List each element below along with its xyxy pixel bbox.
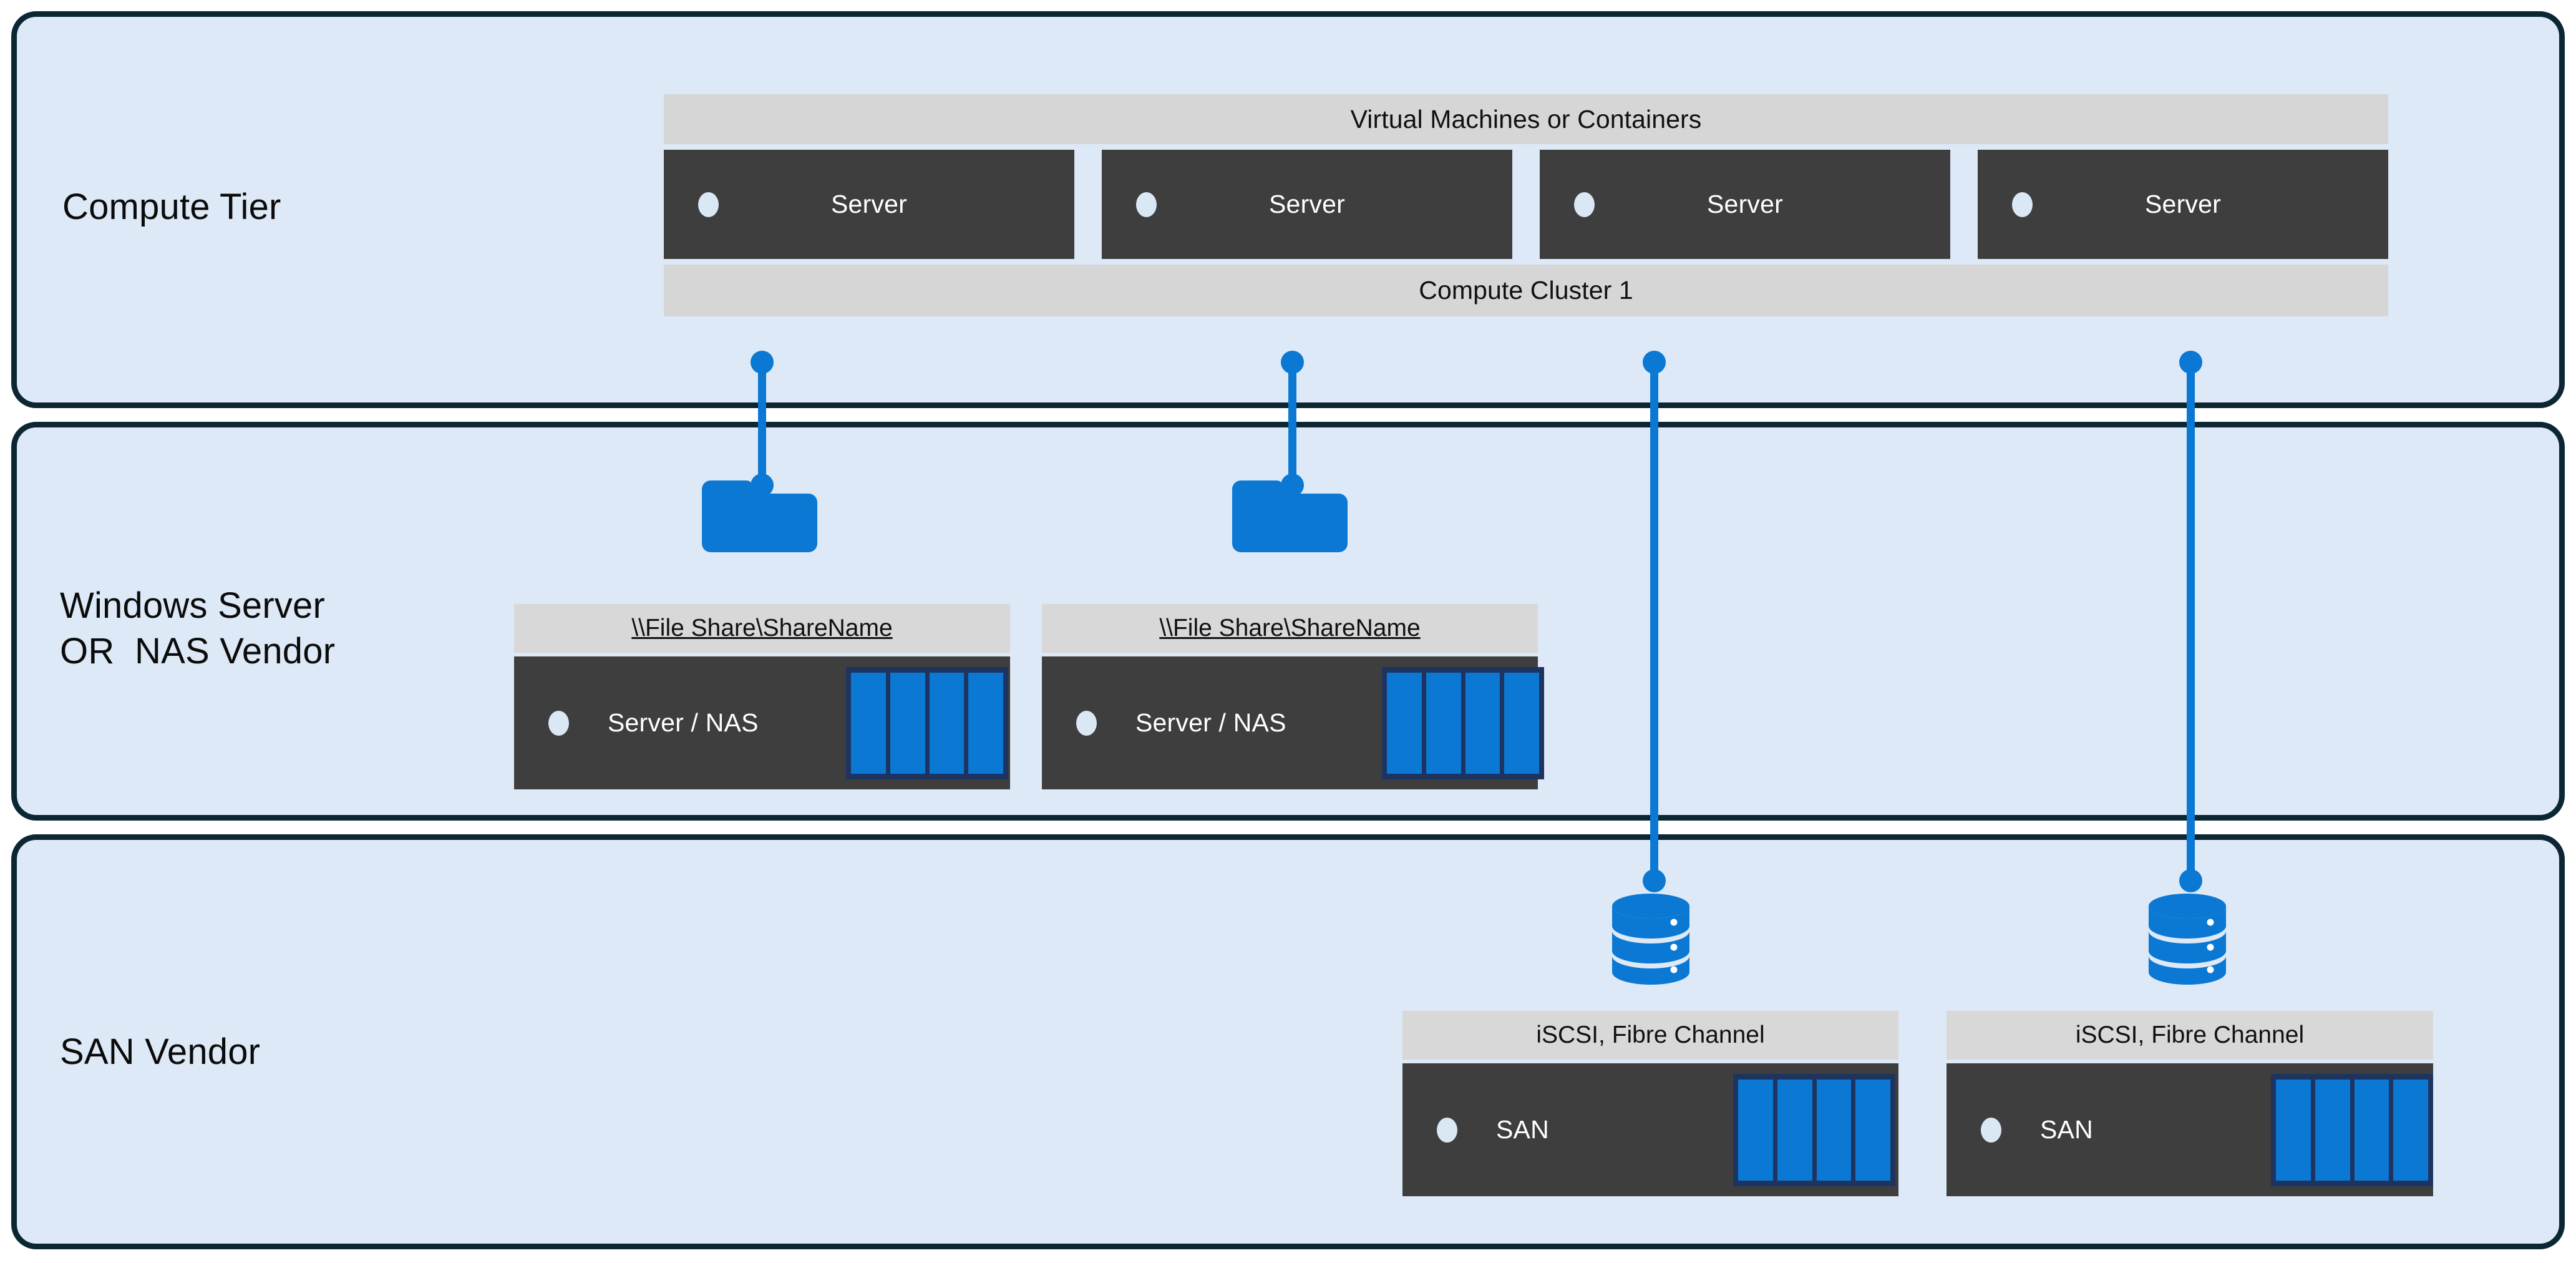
status-indicator-icon <box>1437 1117 1457 1143</box>
compute-cluster-footer: Compute Cluster 1 <box>664 265 2388 316</box>
database-icon <box>1610 892 1692 986</box>
disk-bar <box>1855 1079 1890 1181</box>
disk-bar <box>1738 1079 1773 1181</box>
disk-bar <box>1465 672 1500 774</box>
folder-icon <box>702 480 817 552</box>
connector-server4-to-san2 <box>2179 351 2202 892</box>
disk-array-icon <box>1382 666 1544 779</box>
compute-cluster-header: Virtual Machines or Containers <box>664 94 2388 144</box>
folder-icon <box>1232 480 1348 552</box>
file-share-body-label: Server / NAS <box>1135 708 1286 737</box>
disk-bar <box>929 672 965 774</box>
disk-bar <box>2354 1079 2389 1181</box>
status-indicator-icon <box>1574 192 1595 217</box>
disk-bar <box>1777 1079 1812 1181</box>
disk-array-icon <box>1733 1073 1895 1186</box>
disk-bar <box>968 672 1003 774</box>
status-indicator-icon <box>1981 1117 2001 1143</box>
san-protocol-label: iSCSI, Fibre Channel <box>1402 1011 1898 1060</box>
file-share-path-label[interactable]: \\File Share\ShareName <box>514 604 1010 653</box>
tier-label-file-services: Windows Server OR NAS Vendor <box>60 585 336 671</box>
disk-bar <box>1426 672 1461 774</box>
file-share-body-label: Server / NAS <box>608 708 759 737</box>
connector-server1-to-fileshare1 <box>751 351 774 497</box>
status-indicator-icon <box>1076 710 1097 736</box>
san-node-1[interactable]: iSCSI, Fibre Channel SAN <box>1402 1011 1898 1196</box>
disk-bar <box>1816 1079 1852 1181</box>
status-indicator-icon <box>548 710 569 736</box>
status-indicator-icon <box>698 192 719 217</box>
status-indicator-icon <box>1136 192 1157 217</box>
san-body: SAN <box>1402 1063 1898 1196</box>
disk-array-icon <box>2271 1073 2433 1186</box>
san-body: SAN <box>1947 1063 2433 1196</box>
server-node-3[interactable]: Server <box>1540 150 1950 259</box>
disk-array-icon <box>846 666 1008 779</box>
tier-label-san: SAN Vendor <box>60 1031 261 1072</box>
server-row: Server Server Server Server <box>664 150 2388 259</box>
san-protocol-label: iSCSI, Fibre Channel <box>1947 1011 2433 1060</box>
san-node-2[interactable]: iSCSI, Fibre Channel SAN <box>1947 1011 2433 1196</box>
disk-bar <box>1504 672 1539 774</box>
connector-server3-to-san1 <box>1643 351 1666 892</box>
compute-cluster-group: Virtual Machines or Containers Server Se… <box>664 94 2388 316</box>
database-icon <box>2146 892 2228 986</box>
connector-server2-to-fileshare2 <box>1281 351 1304 497</box>
server-label: Server <box>1269 190 1345 218</box>
file-share-path-label[interactable]: \\File Share\ShareName <box>1042 604 1538 653</box>
disk-bar <box>851 672 886 774</box>
file-share-body: Server / NAS <box>514 656 1010 789</box>
file-share-body: Server / NAS <box>1042 656 1544 789</box>
disk-bar <box>2393 1079 2428 1181</box>
server-label: Server <box>831 190 907 218</box>
status-indicator-icon <box>2012 192 2033 217</box>
tier-label-compute: Compute Tier <box>62 187 281 227</box>
san-body-label: SAN <box>1496 1115 1549 1144</box>
file-share-node-2[interactable]: \\File Share\ShareName Server / NAS <box>1042 604 1544 789</box>
disk-bar <box>2276 1079 2311 1181</box>
san-body-label: SAN <box>2040 1115 2093 1144</box>
server-node-1[interactable]: Server <box>664 150 1074 259</box>
server-node-4[interactable]: Server <box>1978 150 2388 259</box>
disk-bar <box>890 672 925 774</box>
disk-bar <box>1387 672 1422 774</box>
file-share-node-1[interactable]: \\File Share\ShareName Server / NAS <box>514 604 1010 789</box>
disk-bar <box>2315 1079 2350 1181</box>
server-node-2[interactable]: Server <box>1102 150 1512 259</box>
server-label: Server <box>1707 190 1783 218</box>
server-label: Server <box>2145 190 2221 218</box>
